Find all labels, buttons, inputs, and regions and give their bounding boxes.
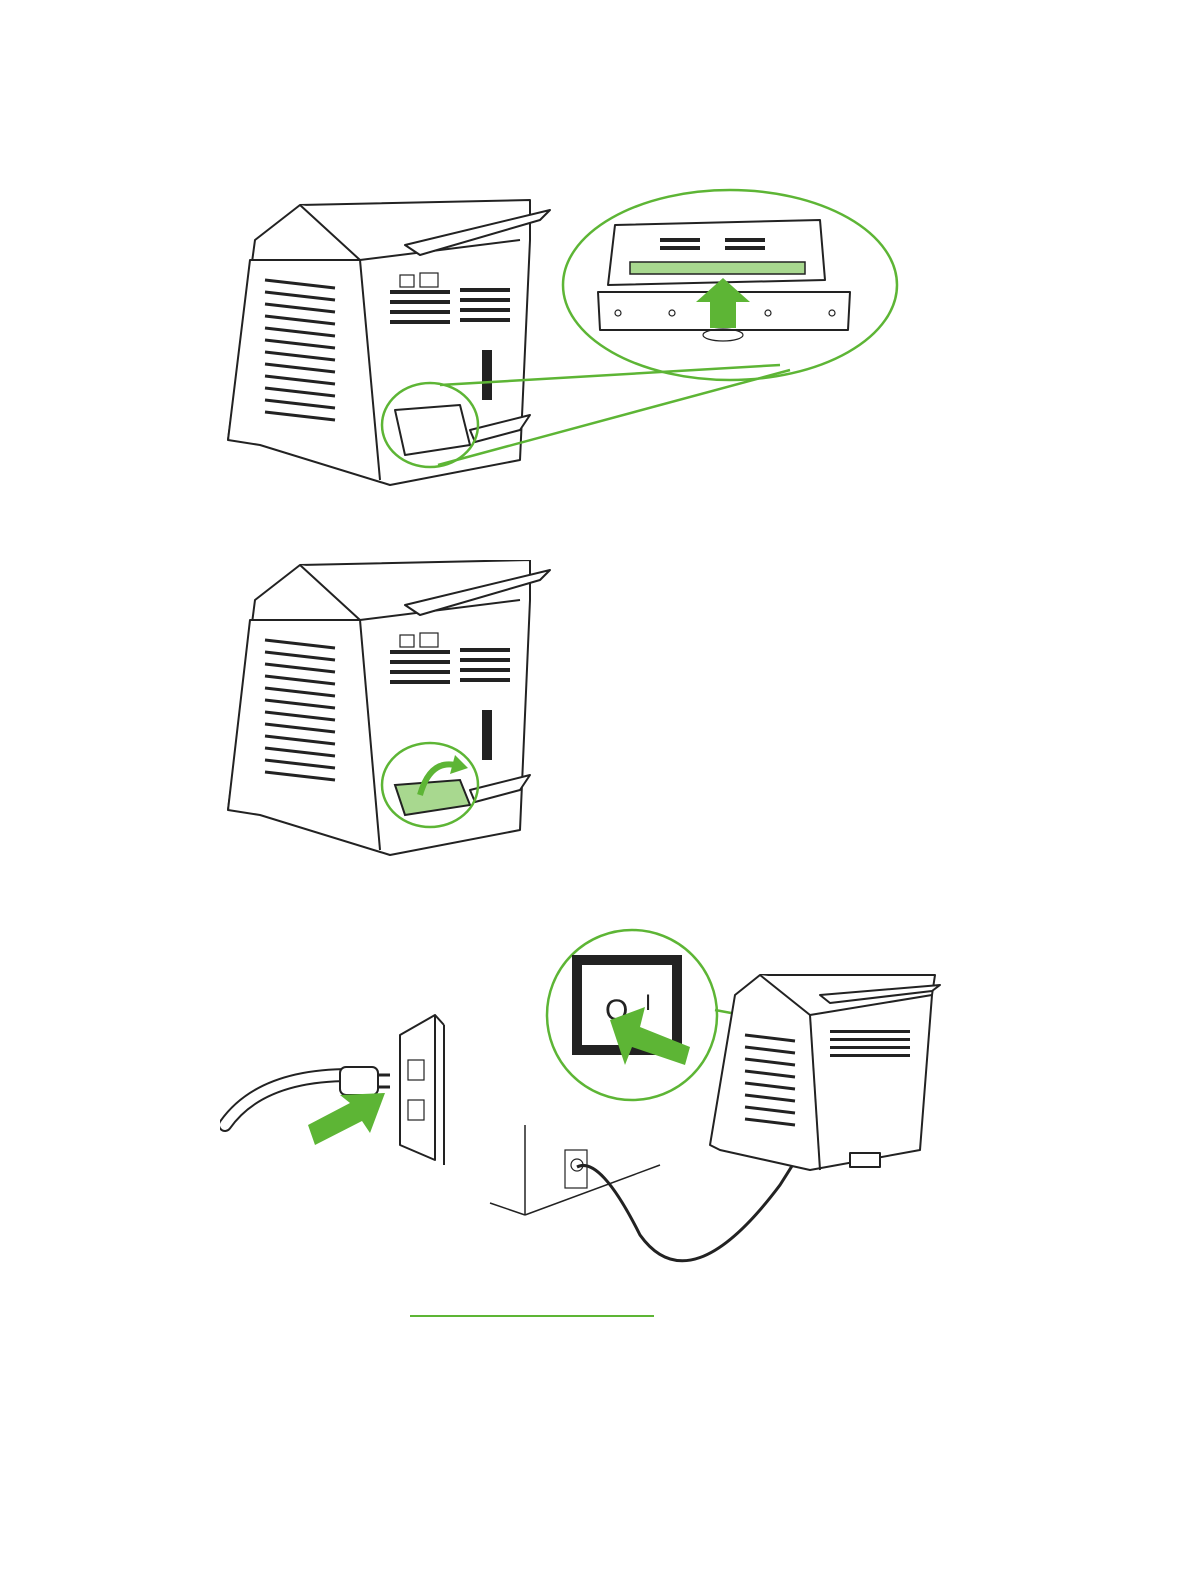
footer-rule [410, 1315, 654, 1317]
figure-power-connection: O I [220, 915, 950, 1280]
figure-printer-memory-insert [220, 180, 910, 490]
plug-into-outlet [225, 1015, 444, 1165]
printer-rear-view [228, 200, 550, 485]
memory-slot-closeup [563, 190, 897, 380]
insert-plug-arrow-icon [308, 1093, 385, 1145]
printer-small-rear-view [710, 975, 940, 1170]
switch-on-label: I [645, 990, 651, 1015]
figure-printer-close-door [220, 560, 560, 860]
printer-rear-view [228, 560, 550, 855]
